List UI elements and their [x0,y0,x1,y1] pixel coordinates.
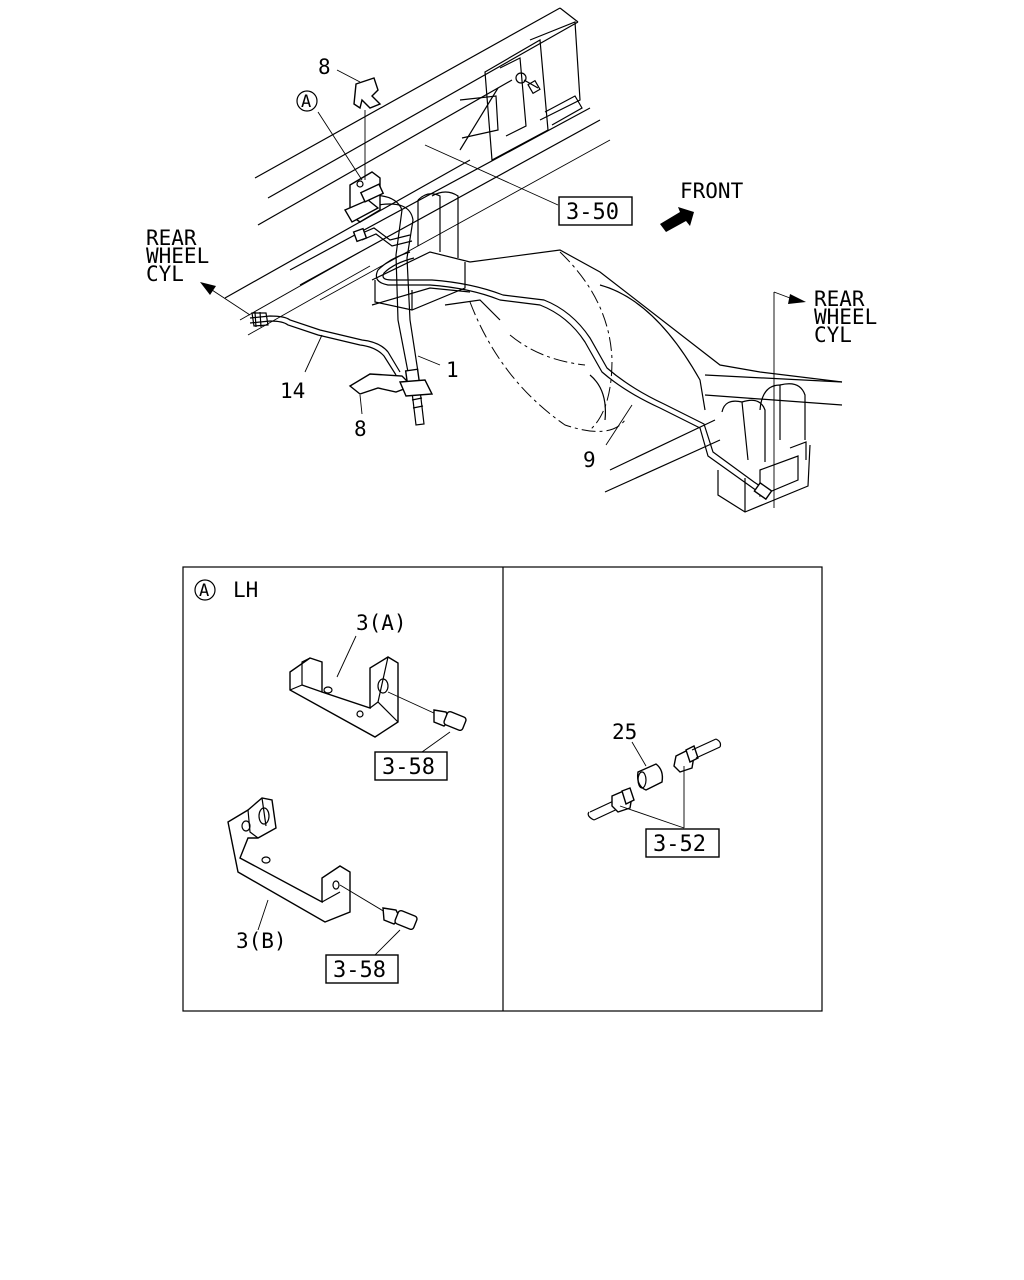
main-assembly-view: FRONT REAR WHEEL CYL REAR WHEEL CYL 8 A … [146,7,877,513]
bracket-3a [289,635,399,738]
ref-box-bolt-b [325,954,399,984]
ref-frame: 3-50 [566,200,619,225]
ref-bolt-b: 3-58 [333,958,386,983]
bracket-3a-label: 3(A) [356,611,407,635]
callout-pipe-right: 9 [583,448,596,472]
bracket-3b-label: 3(B) [236,929,287,953]
ref-box-bolt-a [374,751,448,781]
pipe-left-14 [249,311,401,376]
union-part-label: 25 [612,720,637,744]
union-detail-panel: 25 3-52 [587,720,722,858]
callout-leaders [304,111,633,446]
ref-box-frame [558,196,633,226]
left-target-line-1: REAR [146,226,197,250]
detail-marker-circle [296,90,318,112]
right-wheel-cylinder-arrow [773,291,806,508]
clip-8-bottom [348,373,434,415]
ref-box-union [645,828,720,858]
bolt-3b [339,884,418,956]
front-direction-arrow-icon [660,207,694,232]
detail-a-lh-panel: A LH 3(A) 3-58 [194,578,467,984]
clip-8-top [336,69,382,180]
detail-panels: A LH 3(A) 3-58 [182,566,823,1012]
left-wheel-cylinder-arrow [200,282,251,316]
detail-a-marker: A [199,581,209,601]
front-label: FRONT [680,179,744,203]
right-target-line-3: CYL [814,323,852,347]
pipe-right-9 [352,227,773,501]
hose-bracket-top [343,171,385,223]
union-assembly [587,738,722,829]
callout-pipe-left: 14 [280,379,305,403]
bolt-3a [387,691,467,753]
left-target-line-2: WHEEL [146,244,209,268]
right-target-line-1: REAR [814,287,865,311]
detail-a-title: LH [233,578,258,602]
right-target-line-2: WHEEL [814,305,877,329]
ref-union: 3-52 [653,832,706,857]
left-spring-seat [374,191,466,311]
detail-a-marker-circle [194,579,216,601]
detail-marker-label: A [301,92,311,112]
callout-clip-bottom: 8 [354,417,367,441]
bracket-3b [227,797,351,931]
rear-axle-housing [371,249,843,493]
left-target-line-3: CYL [146,262,184,286]
callout-hose: 1 [446,358,459,382]
callout-clip-top: 8 [318,55,331,79]
frame-rail [224,7,611,336]
ref-bolt-a: 3-58 [382,755,435,780]
